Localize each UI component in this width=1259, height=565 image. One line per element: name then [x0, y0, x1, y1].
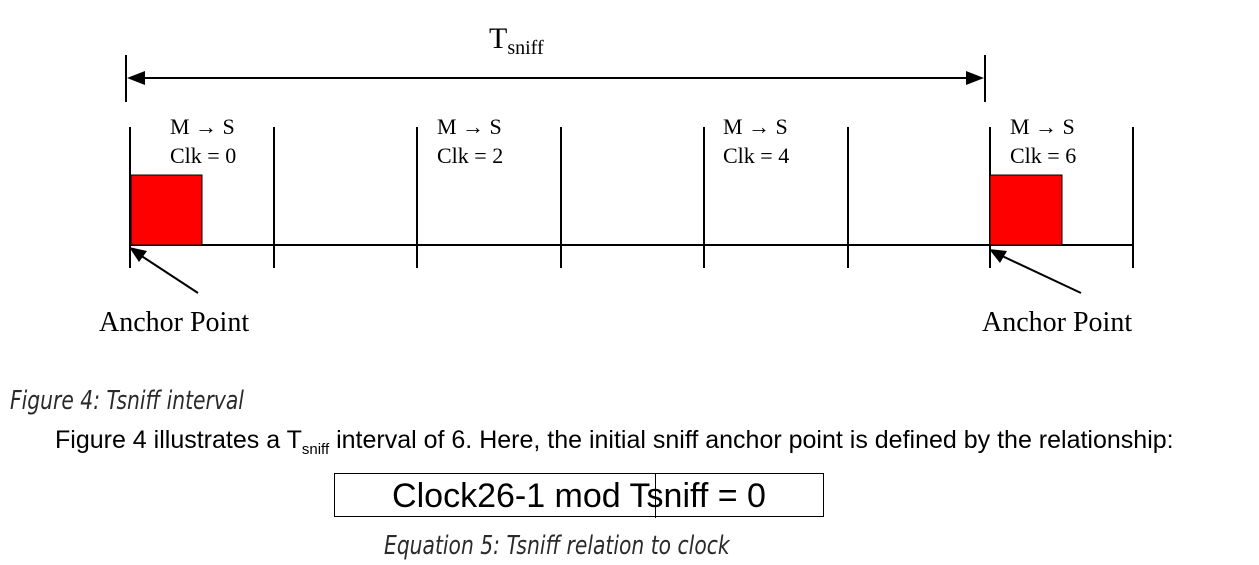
slot-clock-label: Clk = 4 — [723, 143, 789, 168]
slot-direction-label: M → S — [1010, 114, 1075, 139]
equation-caption: Equation 5: Tsniff relation to clock — [384, 531, 730, 561]
slot-direction-label: M → S — [723, 114, 788, 139]
tsniff-interval-arrow — [125, 55, 986, 102]
body-paragraph: Figure 4 illustrates a Tsniff interval o… — [55, 426, 1174, 458]
slot-ticks — [129, 127, 1134, 268]
slot-clock-label: Clk = 6 — [1010, 143, 1076, 168]
figure-caption: Figure 4: Tsniff interval — [10, 386, 244, 416]
equation-box: Clock26-1 mod Tsniff = 0 — [334, 473, 824, 518]
slot-clock-label: Clk = 0 — [170, 143, 236, 168]
text-cursor — [655, 474, 656, 518]
equation-text: Clock26-1 mod Tsniff = 0 — [392, 477, 766, 515]
tsniff-label: Tsniff — [489, 22, 544, 59]
anchor-point-label: Anchor Point — [99, 307, 249, 338]
master-packet-clk-0 — [130, 174, 203, 246]
tsniff-diagram: Tsniff M → S Clk = 0 M → S Clk = 2 M → S… — [99, 22, 1134, 338]
master-packet-clk-6 — [989, 174, 1063, 246]
slot-direction-label: M → S — [170, 114, 235, 139]
slot-direction-label: M → S — [437, 114, 502, 139]
slot-clock-label: Clk = 2 — [437, 143, 503, 168]
anchor-point-label: Anchor Point — [982, 307, 1132, 338]
anchor-pointer-arrows — [129, 247, 1082, 294]
